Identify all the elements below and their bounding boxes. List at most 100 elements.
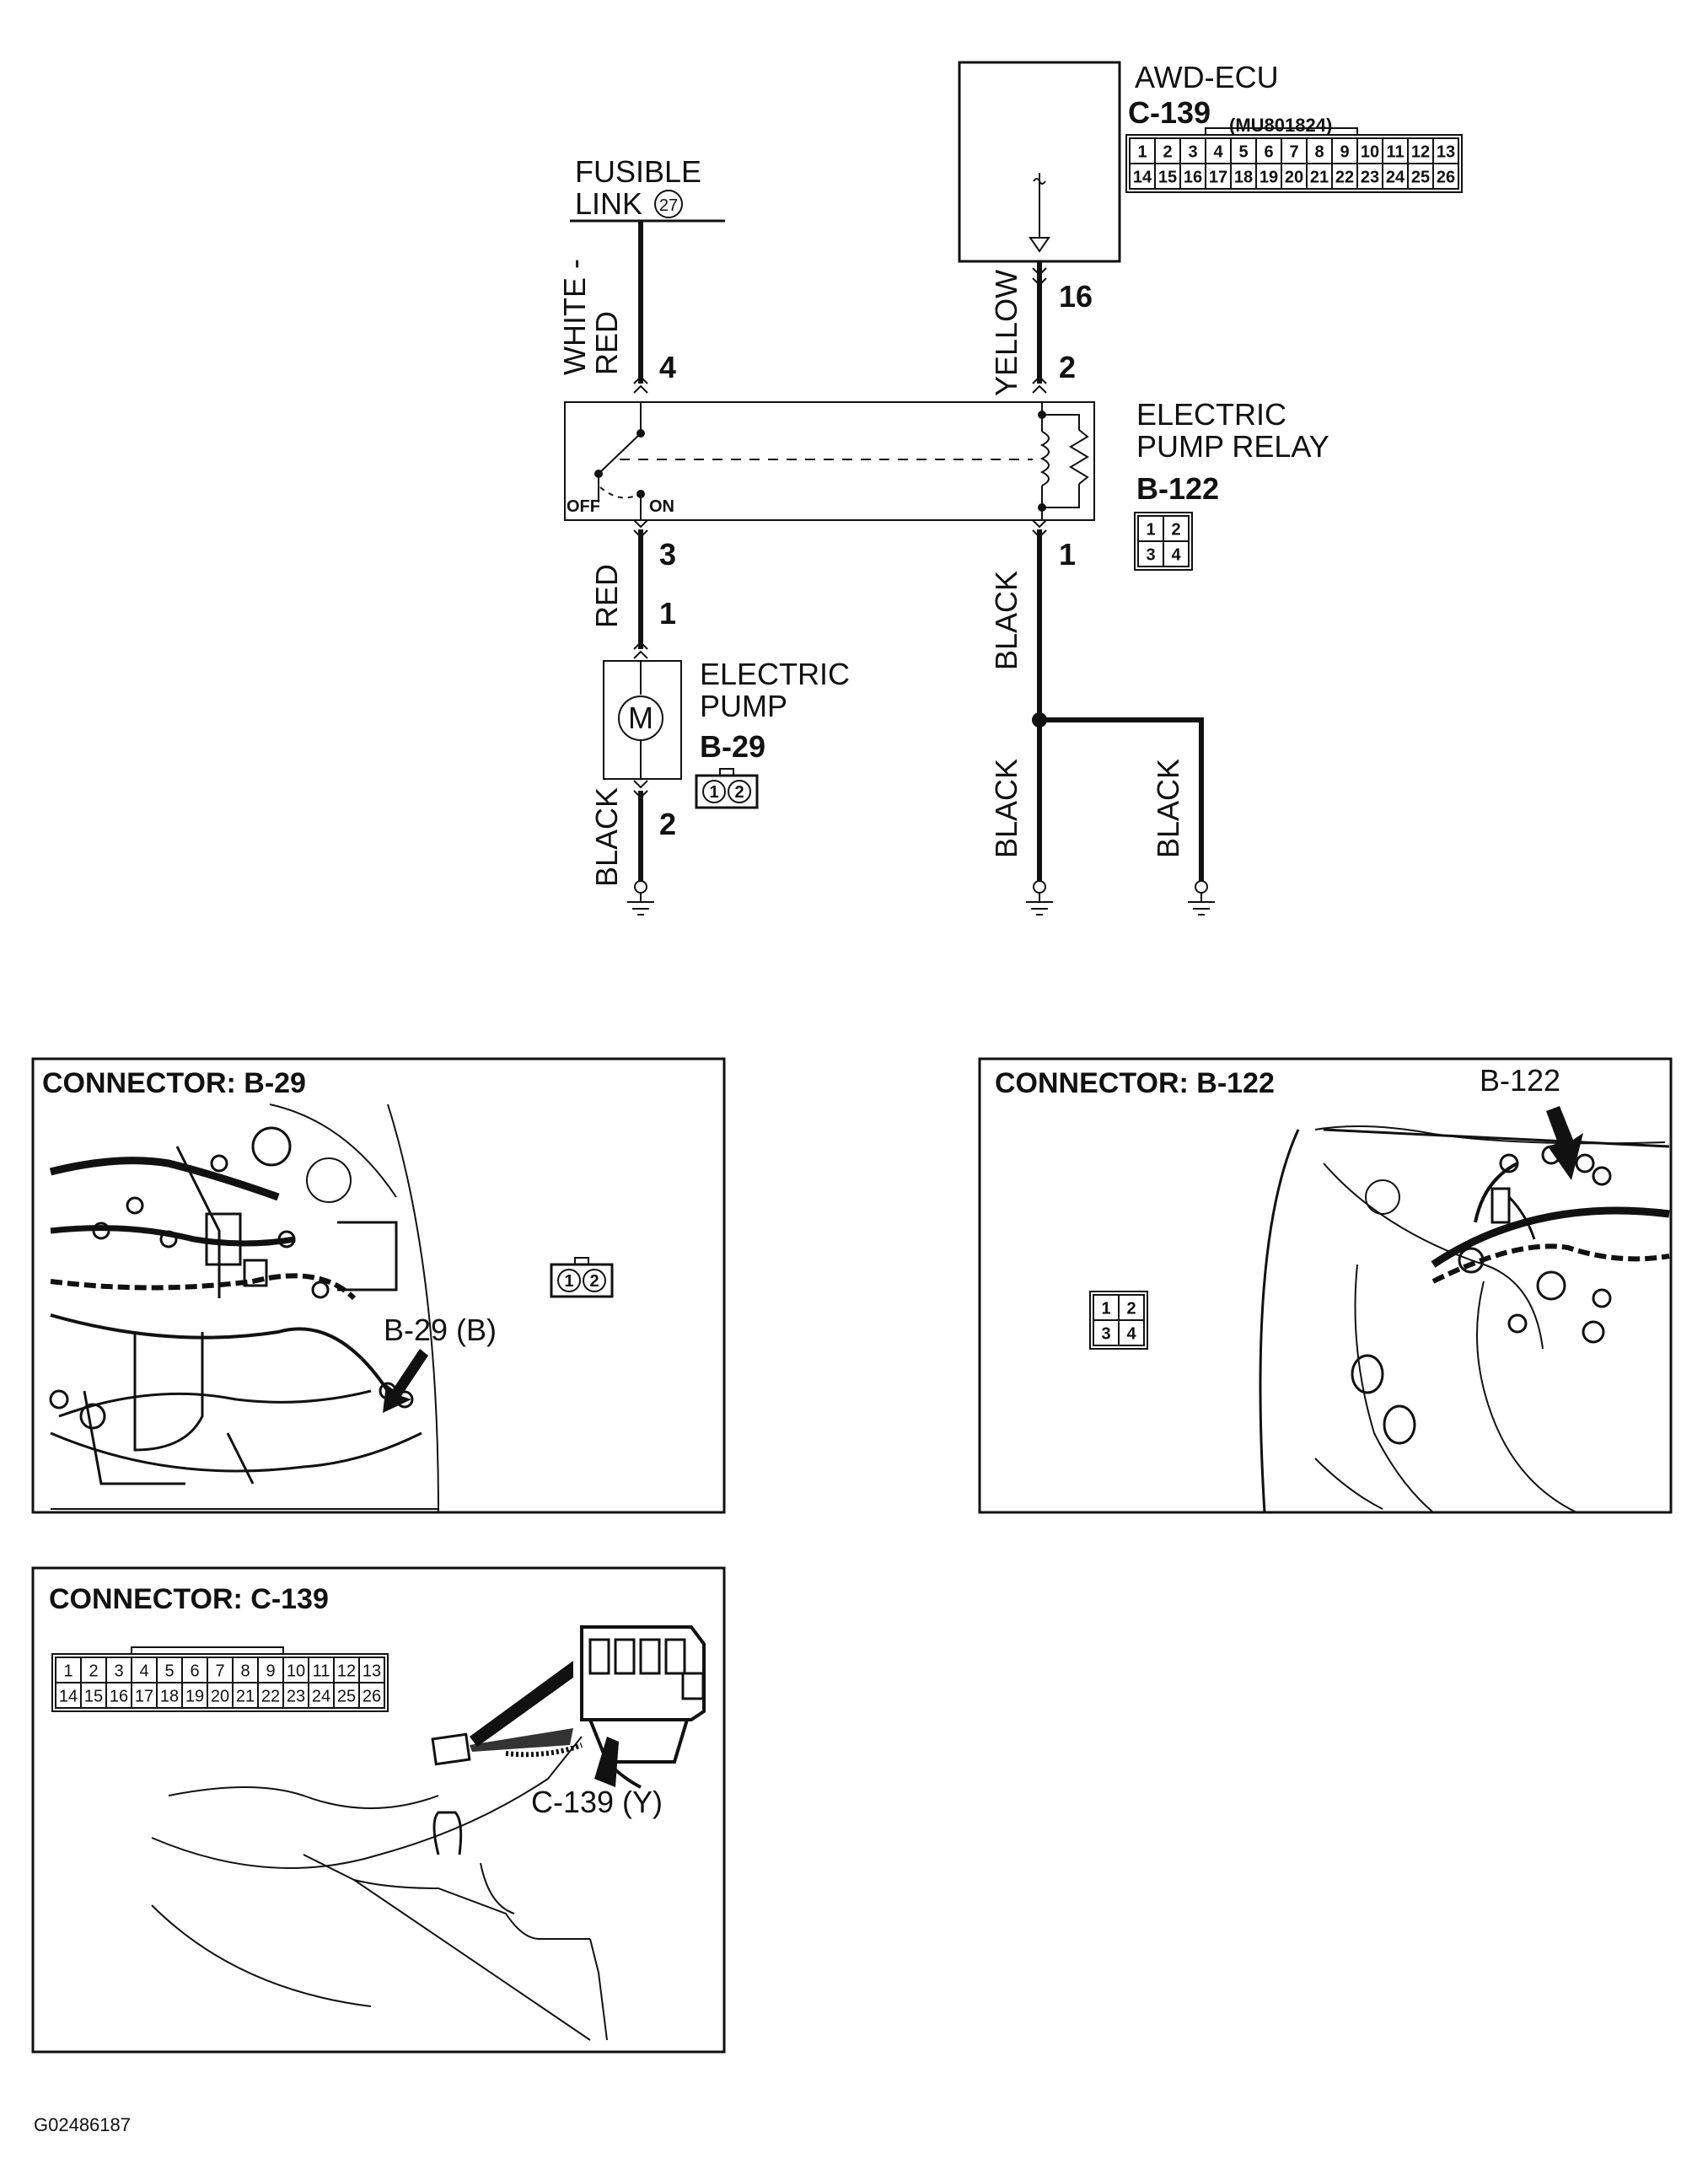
relay-pin-1: 1 [1059, 537, 1076, 572]
ecu-grid-pin-13: 13 [1437, 143, 1455, 162]
c139-face-pin-22: 22 [261, 1688, 280, 1706]
wire-label-white-red-2: RED [589, 311, 624, 375]
relay-off-label: OFF [567, 497, 600, 516]
c139-face-pin-13: 13 [363, 1662, 381, 1681]
relay-mini-pin-4: 4 [1171, 546, 1181, 565]
ground-symbol-branch [1188, 880, 1215, 916]
c139-face-pin-17: 17 [135, 1688, 153, 1706]
wire-label-black-ground-a: BLACK [989, 759, 1023, 858]
ecu-grid-pin-22: 22 [1335, 169, 1354, 187]
pump-connector-label: B-29 [700, 729, 765, 764]
b122-face-pin-2: 2 [1126, 1300, 1136, 1318]
ecu-grid-pin-16: 16 [1184, 169, 1202, 187]
c139-face-pin-10: 10 [287, 1662, 305, 1681]
b29-face-pin-1: 1 [564, 1272, 573, 1291]
b29-face-pin-circle [557, 1269, 581, 1292]
ecu-grid-pin-26: 26 [1437, 169, 1455, 187]
b122-face-frame [1089, 1291, 1148, 1350]
ground-symbol-pump [627, 880, 654, 916]
ecu-grid-pin-3: 3 [1188, 143, 1197, 162]
engine-bay-illustration-b122 [1259, 1125, 1670, 1513]
ecu-grid-pin-14: 14 [1133, 169, 1152, 187]
pump-pin-2: 2 [659, 807, 676, 841]
panel-b29-callout: B-29 (B) [384, 1313, 497, 1347]
c139-face-key [131, 1646, 284, 1655]
ecu-grid-pin-11: 11 [1386, 143, 1404, 162]
panel-c139-title: CONNECTOR: C-139 [49, 1583, 329, 1615]
ecu-grid-pin-18: 18 [1234, 169, 1253, 187]
fusible-link: FUSIBLE LINK 27 [570, 154, 725, 223]
pump-pin-1: 1 [659, 596, 676, 631]
c139-face-pin-3: 3 [114, 1662, 123, 1681]
wire-label-white-red-1: WHITE - [557, 259, 592, 375]
pump-mini-pin-circle [702, 780, 726, 803]
relay-mini-pin-1: 1 [1146, 521, 1155, 540]
ecu-grid-pin-24: 24 [1386, 169, 1405, 187]
c139-face-pin-25: 25 [337, 1688, 356, 1706]
fusible-link-number: 27 [659, 196, 678, 215]
ecu-grid-pin-9: 9 [1340, 143, 1349, 162]
ecu-grid-pin-23: 23 [1361, 169, 1379, 187]
c139-face-pin-8: 8 [240, 1662, 250, 1681]
engine-bay-illustration-b29 [49, 1103, 439, 1513]
c139-face-pin-26: 26 [363, 1688, 381, 1706]
ecu-grid-pin-8: 8 [1314, 143, 1324, 162]
c139-face-cell [358, 1682, 385, 1709]
ecu-name: AWD-ECU [1135, 60, 1279, 94]
b29-face-frame [550, 1263, 614, 1298]
figure-id: G02486187 [34, 2114, 131, 2135]
c139-face-pin-5: 5 [164, 1662, 174, 1681]
panel-b29-title: CONNECTOR: B-29 [42, 1067, 306, 1099]
wire-label-black-ground-b: BLACK [1151, 759, 1185, 858]
c139-face-pin-14: 14 [59, 1688, 78, 1706]
c139-face-pin-23: 23 [287, 1688, 305, 1706]
ecu-grid-pin-21: 21 [1310, 169, 1329, 187]
wire-label-black-relay: BLACK [989, 571, 1023, 670]
fusible-link-label-2: LINK [575, 186, 642, 221]
awd-ecu: AWD-ECU C-139 (MU801824) [958, 60, 1332, 263]
ecu-grid-pin-25: 25 [1411, 169, 1430, 187]
pump-mini-pin-2: 2 [734, 783, 744, 802]
relay-name-2: PUMP RELAY [1136, 429, 1329, 464]
b29-face-pin-2: 2 [589, 1272, 599, 1291]
wire-label-yellow: YELLOW [989, 270, 1023, 396]
pump-motor-symbol: M [628, 701, 653, 735]
c139-face-pin-12: 12 [337, 1662, 356, 1681]
relay-name-1: ELECTRIC [1136, 397, 1286, 432]
c139-face-pin-7: 7 [215, 1662, 224, 1681]
relay-mini-frame [1134, 512, 1193, 571]
relay-pin-3: 3 [659, 537, 676, 572]
c139-face-pin-19: 19 [185, 1688, 204, 1706]
c139-face-pin-18: 18 [160, 1688, 179, 1706]
b122-face-cell [1118, 1319, 1145, 1346]
ecu-grid-pin-5: 5 [1238, 143, 1248, 162]
c139-face-pin-21: 21 [236, 1688, 255, 1706]
ecu-grid-pin-4: 4 [1213, 143, 1223, 162]
pump-mini-pin-circle [728, 780, 751, 803]
ecu-grid-pin-1: 1 [1137, 143, 1147, 162]
b122-face-pin-4: 4 [1126, 1325, 1136, 1344]
ecu-grid-pin-19: 19 [1260, 169, 1278, 187]
electric-pump-relay: OFF ON ELECTRIC PUMP RELAY B-122 [564, 397, 1329, 521]
wire-label-black-pump: BLACK [589, 787, 624, 887]
ecu-grid-pin-12: 12 [1411, 143, 1430, 162]
relay-pin-4: 4 [659, 350, 676, 384]
pump-mini-key [719, 768, 734, 776]
c139-face-pin-16: 16 [110, 1688, 128, 1706]
fusible-link-label-1: FUSIBLE [575, 154, 701, 189]
ecu-grid-key [1205, 127, 1358, 136]
panel-b29: CONNECTOR: B-29 [31, 1057, 726, 1514]
c139-face-pin-15: 15 [84, 1688, 103, 1706]
c139-face-pin-1: 1 [63, 1662, 73, 1681]
c139-face-pin-24: 24 [312, 1688, 330, 1706]
ground-symbol-relay [1026, 880, 1053, 916]
panel-b122-callout: B-122 [1480, 1063, 1560, 1098]
relay-pin-2: 2 [1059, 350, 1076, 384]
ecu-grid-pin-15: 15 [1158, 169, 1177, 187]
relay-connector-label: B-122 [1136, 471, 1219, 506]
